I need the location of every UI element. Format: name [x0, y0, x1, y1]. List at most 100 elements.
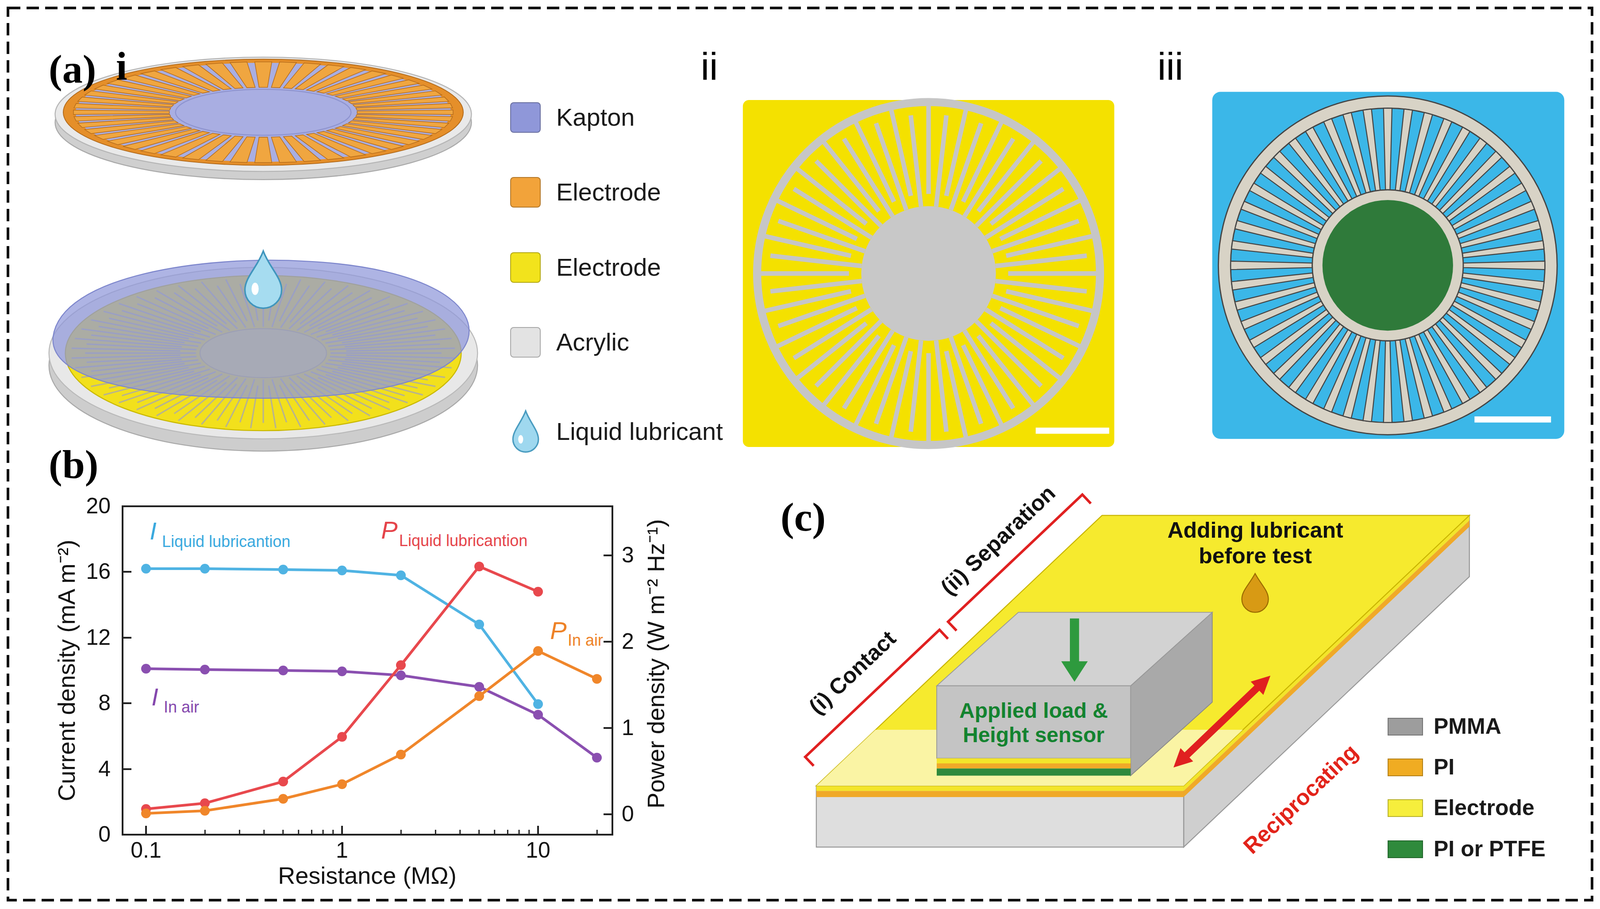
- data-line: [146, 668, 597, 758]
- tick-mark: [603, 813, 613, 816]
- minor-tick: [204, 829, 206, 835]
- legend-text: Electrode: [556, 177, 662, 207]
- minor-tick: [596, 829, 598, 835]
- electrode-spoke: [1462, 240, 1545, 258]
- finger-line: [946, 106, 967, 196]
- finger-line: [757, 271, 850, 276]
- data-marker: [396, 570, 406, 581]
- electrode-spoke: [254, 61, 273, 88]
- electrode-ring: [1224, 102, 1551, 429]
- photo-background: [742, 100, 1115, 447]
- legend-swatch: [510, 102, 541, 133]
- kapton-center: [175, 89, 352, 136]
- data-marker: [200, 805, 210, 816]
- electrode-spoke: [357, 110, 454, 115]
- finger-line: [910, 115, 921, 207]
- axis-title: Power density (W m⁻² Hz⁻¹): [642, 519, 670, 809]
- load-arrowhead: [1061, 661, 1088, 682]
- data-marker: [278, 665, 289, 676]
- data-line: [146, 568, 539, 704]
- minor-tick: [400, 829, 402, 835]
- drop-symbol: [511, 409, 540, 454]
- data-marker: [533, 709, 543, 720]
- data-marker: [396, 670, 406, 681]
- motion-label: Reciprocating: [1238, 739, 1364, 860]
- data-marker: [592, 752, 602, 763]
- tick-label: 0.1: [130, 837, 162, 864]
- electrode-spoke: [1383, 340, 1393, 423]
- axis-title: Resistance (MΩ): [277, 861, 457, 889]
- tick-mark: [537, 825, 539, 835]
- finger-line: [1006, 235, 1096, 256]
- minor-tick: [459, 829, 461, 835]
- electrode-spoke: [1463, 261, 1545, 270]
- tick-label: 4: [98, 756, 111, 782]
- scale-bar: [1035, 427, 1110, 434]
- legend-swatch: [1387, 758, 1424, 777]
- minor-tick: [311, 829, 313, 835]
- data-marker: [592, 673, 602, 684]
- electrode-spoke: [271, 136, 297, 163]
- arrowhead: [1173, 748, 1194, 768]
- panel-label: (c): [780, 493, 826, 541]
- data-marker: [278, 564, 289, 575]
- panel-label: (b): [48, 441, 99, 489]
- data-marker: [337, 666, 347, 677]
- finger-line: [761, 291, 851, 312]
- tick-mark: [603, 640, 613, 643]
- data-marker: [396, 749, 406, 760]
- ring-outline: [1218, 96, 1558, 435]
- drop-shape: [512, 411, 539, 453]
- minor-tick: [493, 829, 496, 835]
- legend-text: Kapton: [556, 103, 635, 132]
- pi-strip: [936, 763, 1131, 769]
- legend-swatch: [1387, 799, 1424, 817]
- legend-text: PI: [1433, 754, 1455, 781]
- finger-line: [770, 280, 862, 292]
- electrode-strip: [816, 785, 1184, 792]
- tick-label: 0: [98, 821, 111, 848]
- finger-line: [936, 340, 947, 432]
- arrowhead: [1250, 675, 1271, 696]
- data-marker: [474, 561, 485, 572]
- tick-label: 20: [85, 493, 111, 520]
- series-subscript: Liquid lubricantion: [399, 531, 528, 550]
- pmma-front: [816, 785, 1184, 847]
- legend-swatch: [510, 326, 541, 358]
- data-marker: [278, 793, 289, 804]
- annotation: Adding lubricant before test: [1146, 517, 1364, 569]
- drop-highlight: [251, 282, 259, 296]
- electrode-spokes: [1230, 108, 1545, 423]
- electrode-spoke: [355, 103, 453, 111]
- electrode-spoke: [1231, 273, 1314, 291]
- data-marker: [141, 663, 151, 674]
- bracket-label: (ii) Separation: [935, 480, 1061, 601]
- finger-line: [890, 106, 911, 196]
- legend-swatch: [510, 176, 541, 208]
- data-marker: [474, 691, 485, 701]
- series-label: I: [149, 516, 157, 546]
- annotation: Applied load & Height sensor: [940, 698, 1127, 747]
- electrode-spoke: [1342, 337, 1371, 419]
- minor-tick: [528, 829, 530, 835]
- minor-tick: [322, 829, 324, 835]
- lubricant-drop: [244, 250, 282, 308]
- tick-mark: [603, 554, 613, 557]
- subpanel-label: ii: [700, 43, 718, 89]
- green-center: [1322, 200, 1454, 331]
- finger-line: [876, 123, 907, 210]
- interdigitated-fingers: [757, 102, 1100, 446]
- data-marker: [396, 660, 406, 670]
- tick-mark: [145, 825, 147, 835]
- data-marker: [533, 586, 543, 597]
- legend-text: PI or PTFE: [1433, 836, 1546, 862]
- finger-line: [778, 295, 866, 327]
- electrode-spoke: [73, 110, 170, 115]
- finger-line: [950, 337, 982, 424]
- data-marker: [200, 563, 210, 574]
- load-arrow: [1069, 618, 1080, 664]
- minor-tick: [263, 829, 265, 835]
- minor-tick: [297, 829, 300, 835]
- finger-line: [926, 353, 931, 446]
- finger-line: [946, 350, 967, 441]
